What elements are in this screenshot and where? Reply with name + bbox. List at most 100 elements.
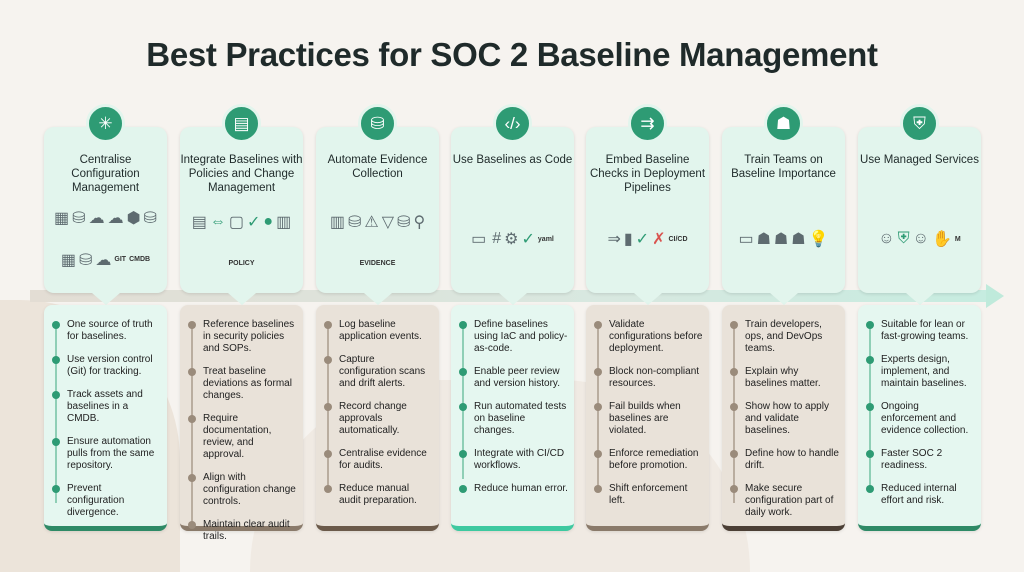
- practice-title: Automate Evidence Collection: [327, 154, 428, 180]
- practice-illustration: ▥⛁⚠▽⛁⚲EVIDENCE: [324, 199, 431, 279]
- list-item: Block non-compliant resources.: [594, 366, 703, 390]
- illustration-icon: ▽: [381, 213, 395, 231]
- list-item: Reduced internal effort and risk.: [866, 483, 975, 507]
- practice-header-card: Use Managed Services ☺⛨☺✋M: [858, 127, 981, 305]
- list-item: Reduce manual audit preparation.: [324, 483, 433, 507]
- illustration-icon: ☺: [878, 230, 895, 247]
- practice-header-card: Embed Baseline Checks in Deployment Pipe…: [586, 127, 709, 305]
- illustration-icon: ☺: [912, 230, 929, 247]
- team-icon: ☗: [764, 104, 803, 143]
- page-title: Best Practices for SOC 2 Baseline Manage…: [146, 36, 878, 73]
- code-icon: ‹/›: [493, 104, 532, 143]
- list-item: Require documentation, review, and appro…: [188, 413, 297, 461]
- database-search-icon: ⛁: [358, 104, 397, 143]
- illustration-icon: ▦: [54, 210, 70, 228]
- illustration-icon: ⚙: [504, 231, 519, 248]
- practice-illustration: ▤⇔▢✓●▥POLICY: [188, 199, 295, 279]
- illustration-label: CI/CD: [668, 235, 688, 243]
- practice-header-card: Integrate Baselines with Policies and Ch…: [180, 127, 303, 305]
- illustration-icon: 💡: [808, 231, 829, 248]
- practice-header-card: Centralise Configuration Management ▦⛁☁☁…: [44, 127, 167, 305]
- illustration-icon: ⛁: [143, 210, 157, 228]
- practice-title: Train Teams on Baseline Importance: [731, 154, 836, 180]
- practice-title: Use Managed Services: [860, 154, 979, 166]
- list-item: Use version control (Git) for tracking.: [52, 354, 161, 378]
- list-item: Enable peer review and version history.: [459, 366, 568, 390]
- practice-header-card: Use Baselines as Code ▭#⚙✓yaml: [451, 127, 574, 305]
- practice-details-card: Suitable for lean or fast-growing teams.…: [858, 305, 981, 531]
- illustration-label: GIT: [114, 256, 127, 264]
- illustration-icon: ▮: [623, 231, 633, 248]
- list-item: Reduce human error.: [459, 483, 568, 495]
- list-item: Shift enforcement left.: [594, 483, 703, 507]
- practice-title: Integrate Baselines with Policies and Ch…: [180, 154, 303, 194]
- list-item: Faster SOC 2 readiness.: [866, 448, 975, 472]
- illustration-icon: ⇔: [209, 212, 226, 230]
- list-item: Prevent configuration divergence.: [52, 483, 161, 519]
- illustration-icon: ☁: [95, 251, 112, 269]
- illustration-label: yaml: [537, 235, 554, 243]
- list-item: Enforce remediation before promotion.: [594, 448, 703, 472]
- illustration-icon: ✋: [931, 231, 952, 248]
- illustration-icon: ✓: [635, 231, 650, 248]
- illustration-icon: ⛁: [79, 251, 93, 269]
- network-hub-icon: ✳: [86, 104, 125, 143]
- illustration-icon: ⚠: [364, 213, 379, 231]
- list-item: Explain why baselines matter.: [730, 366, 839, 390]
- practice-title: Use Baselines as Code: [452, 154, 573, 166]
- list-item: Make secure configuration part of daily …: [730, 483, 839, 519]
- practice-illustration: ⇒▮✓✗CI/CD: [594, 199, 701, 279]
- illustration-icon: ▥: [329, 213, 345, 231]
- list-item: Fail builds when baselines are violated.: [594, 401, 703, 437]
- illustration-label: EVIDENCE: [359, 259, 396, 267]
- illustration-icon: ☗: [773, 231, 789, 248]
- list-item: Ongoing enforcement and evidence collect…: [866, 401, 975, 437]
- illustration-label: CMDB: [129, 256, 151, 264]
- illustration-icon: ▢: [228, 213, 245, 231]
- practice-details-card: Reference baselines in security policies…: [180, 305, 303, 542]
- illustration-icon: ☗: [791, 231, 806, 248]
- list-item: Validate configurations before deploymen…: [594, 319, 703, 355]
- illustration-icon: ⚲: [413, 213, 426, 231]
- practice-details-card: Validate configurations before deploymen…: [586, 305, 709, 531]
- practice-details-card: One source of truth for baselines. Use ve…: [44, 305, 167, 531]
- practice-illustration: ▭☗☗☗💡: [730, 199, 837, 279]
- illustration-icon: ⛁: [397, 213, 411, 231]
- policy-document-icon: ▤: [222, 104, 261, 143]
- list-item: Suitable for lean or fast-growing teams.: [866, 319, 975, 343]
- list-item: Train developers, ops, and DevOps teams.: [730, 319, 839, 355]
- illustration-icon: ☁: [88, 210, 105, 228]
- illustration-icon: #: [492, 230, 502, 247]
- illustration-icon: ⛁: [347, 213, 362, 231]
- illustration-icon: ▦: [60, 251, 77, 269]
- practice-details-card: Define baselines using IaC and policy-as…: [451, 305, 574, 531]
- illustration-icon: ▭: [738, 231, 754, 248]
- illustration-icon: ✗: [652, 231, 666, 248]
- timeline-arrow-icon: [986, 284, 1004, 308]
- practice-details-card: Log baseline application events.Capture …: [316, 305, 439, 531]
- list-item: Define baselines using IaC and policy-as…: [459, 319, 568, 355]
- illustration-icon: ▤: [191, 213, 207, 231]
- illustration-icon: ●: [263, 212, 274, 230]
- list-item: Align with configuration change controls…: [188, 472, 297, 508]
- practice-illustration: ☺⛨☺✋M: [866, 199, 973, 279]
- list-item: One source of truth for baselines.: [52, 319, 161, 343]
- list-item: Log baseline application events.: [324, 319, 433, 343]
- illustration-icon: ✓: [521, 231, 535, 248]
- illustration-icon: ☗: [756, 231, 771, 248]
- list-item: Centralise evidence for audits.: [324, 448, 433, 472]
- list-item: Maintain clear audit trails.: [188, 519, 297, 543]
- list-item: Experts design, implement, and maintain …: [866, 354, 975, 390]
- practice-title: Centralise Configuration Management: [71, 154, 140, 194]
- illustration-icon: ⬢: [126, 210, 141, 228]
- illustration-icon: ▥: [276, 213, 292, 231]
- illustration-icon: ✓: [247, 213, 261, 231]
- practice-title: Embed Baseline Checks in Deployment Pipe…: [589, 154, 706, 194]
- pipeline-icon: ⇉: [628, 104, 667, 143]
- illustration-icon: ☁: [107, 210, 124, 228]
- illustration-icon: ⇒: [607, 231, 621, 248]
- list-item: Reference baselines in security policies…: [188, 319, 297, 355]
- practice-illustration: ▭#⚙✓yaml: [459, 199, 566, 279]
- list-item: Track assets and baselines in a CMDB.: [52, 389, 161, 425]
